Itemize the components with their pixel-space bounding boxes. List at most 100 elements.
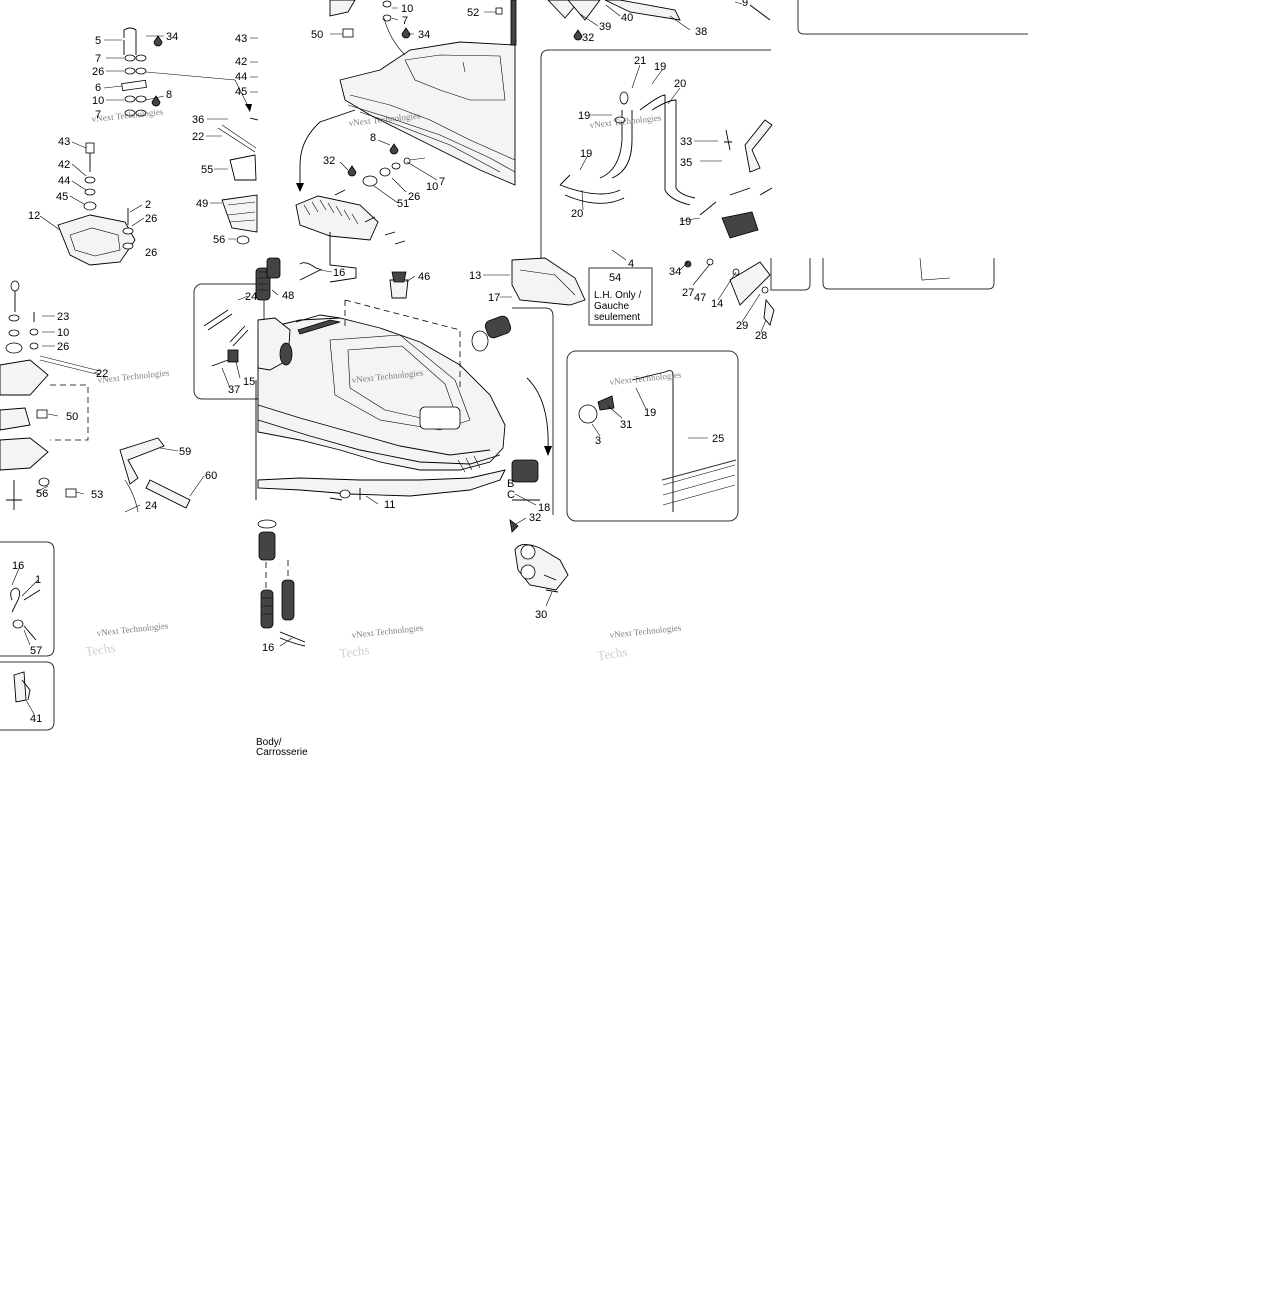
part-label: B [507,478,514,490]
part-label: 38 [695,26,707,38]
lh-only-note: L.H. Only / Gauche seulement [594,290,641,323]
clip-parts [203,262,409,501]
watermark: vNext Technologies [609,369,682,387]
frames [0,0,1028,731]
part-label: 32 [323,155,335,167]
bilge-parts [578,370,737,512]
part-label: 32 [582,32,594,44]
part-label: 16 [12,560,24,572]
part-label: 34 [669,266,681,278]
part-label: 8 [166,89,172,101]
part-label: 19 [654,61,666,73]
part-label: 50 [311,29,323,41]
part-label: 13 [469,270,481,282]
part-label: 34 [166,31,178,43]
part-label: 25 [712,433,724,445]
part-label: 30 [535,609,547,621]
watermark: vNext Technologies [96,620,169,638]
part-label: 21 [634,55,646,67]
part-label: 3 [595,435,601,447]
frame-hull-bracket [512,307,554,515]
part-label: 54 [609,272,621,284]
part-label: 20 [571,208,583,220]
part-label: 48 [282,290,294,302]
note-box [588,267,653,326]
part-label: 31 [620,419,632,431]
frame-left-lower-1 [0,541,55,657]
part-label: 19 [679,216,691,228]
part-label: 52 [467,7,479,19]
lower-round-part [509,519,569,593]
part-label: 51 [397,198,409,210]
part-label: 33 [680,136,692,148]
frame-bilge-box [566,350,739,522]
part-label: 26 [145,213,157,225]
part-label: 7 [439,176,445,188]
section-caption: Body/ Carrosserie [256,737,308,758]
part-label: 11 [384,499,395,511]
part-label: 19 [578,110,590,122]
part-label: 57 [30,645,42,657]
part-label: 26 [57,341,69,353]
part-label: 29 [736,320,748,332]
part-label: 10 [57,327,69,339]
part-label: 8 [370,132,376,144]
part-label: 20 [674,78,686,90]
note-line-2: Gauche [594,301,629,312]
part-label: 17 [488,292,500,304]
part-label: 14 [711,298,723,310]
part-label: 43 [235,33,247,45]
part-label: 16 [333,267,345,279]
watermark: Techs [596,644,628,663]
part-label: 18 [538,502,550,514]
part-label: 22 [192,131,204,143]
frame-hose-kit-right [770,258,811,291]
hull-bracket [511,257,586,501]
part-label: 15 [243,376,255,388]
part-label: 22 [96,368,108,380]
center-fasteners [296,0,411,192]
part-label: 56 [213,234,225,246]
springs [255,257,512,647]
frame-top-right [797,0,1028,35]
part-label: 47 [694,292,706,304]
watermark: Techs [338,642,370,661]
part-label: 5 [95,35,101,47]
part-label: 32 [529,512,541,524]
part-label: 43 [58,136,70,148]
caption-line-2: Carrosserie [256,747,308,758]
part-label: 26 [92,66,104,78]
tray-parts [217,117,259,245]
part-label: 7 [402,15,408,27]
front-vent-assembly [295,189,461,390]
left-bolt-stack [57,142,136,266]
watermark: vNext Technologies [351,622,424,640]
part-label: 44 [235,71,247,83]
part-label: 46 [418,271,430,283]
watermark: vNext Technologies [91,106,164,124]
part-label: 40 [621,12,633,24]
part-label: 59 [179,446,191,458]
part-label: 56 [36,488,48,500]
part-label: 55 [201,164,213,176]
top-right-parts [495,0,771,46]
part-label: 35 [680,157,692,169]
part-label: 7 [95,109,101,121]
part-label: 45 [56,191,68,203]
part-label: 4 [628,258,634,270]
left-lower-assembly [0,280,191,513]
watermark: Techs [84,640,116,659]
part-label: 60 [205,470,217,482]
hull-body [255,314,506,500]
part-label: 24 [145,500,157,512]
frame-right-box [822,258,995,290]
part-label: 19 [644,407,656,419]
part-labels: 5 34 7 26 6 8 10 7 43 42 44 45 36 22 55 … [12,0,767,725]
part-label: C [507,489,515,501]
part-label: 10 [92,95,104,107]
leader-lines [11,1,767,715]
part-label: 42 [58,159,70,171]
part-label: 16 [262,642,274,654]
